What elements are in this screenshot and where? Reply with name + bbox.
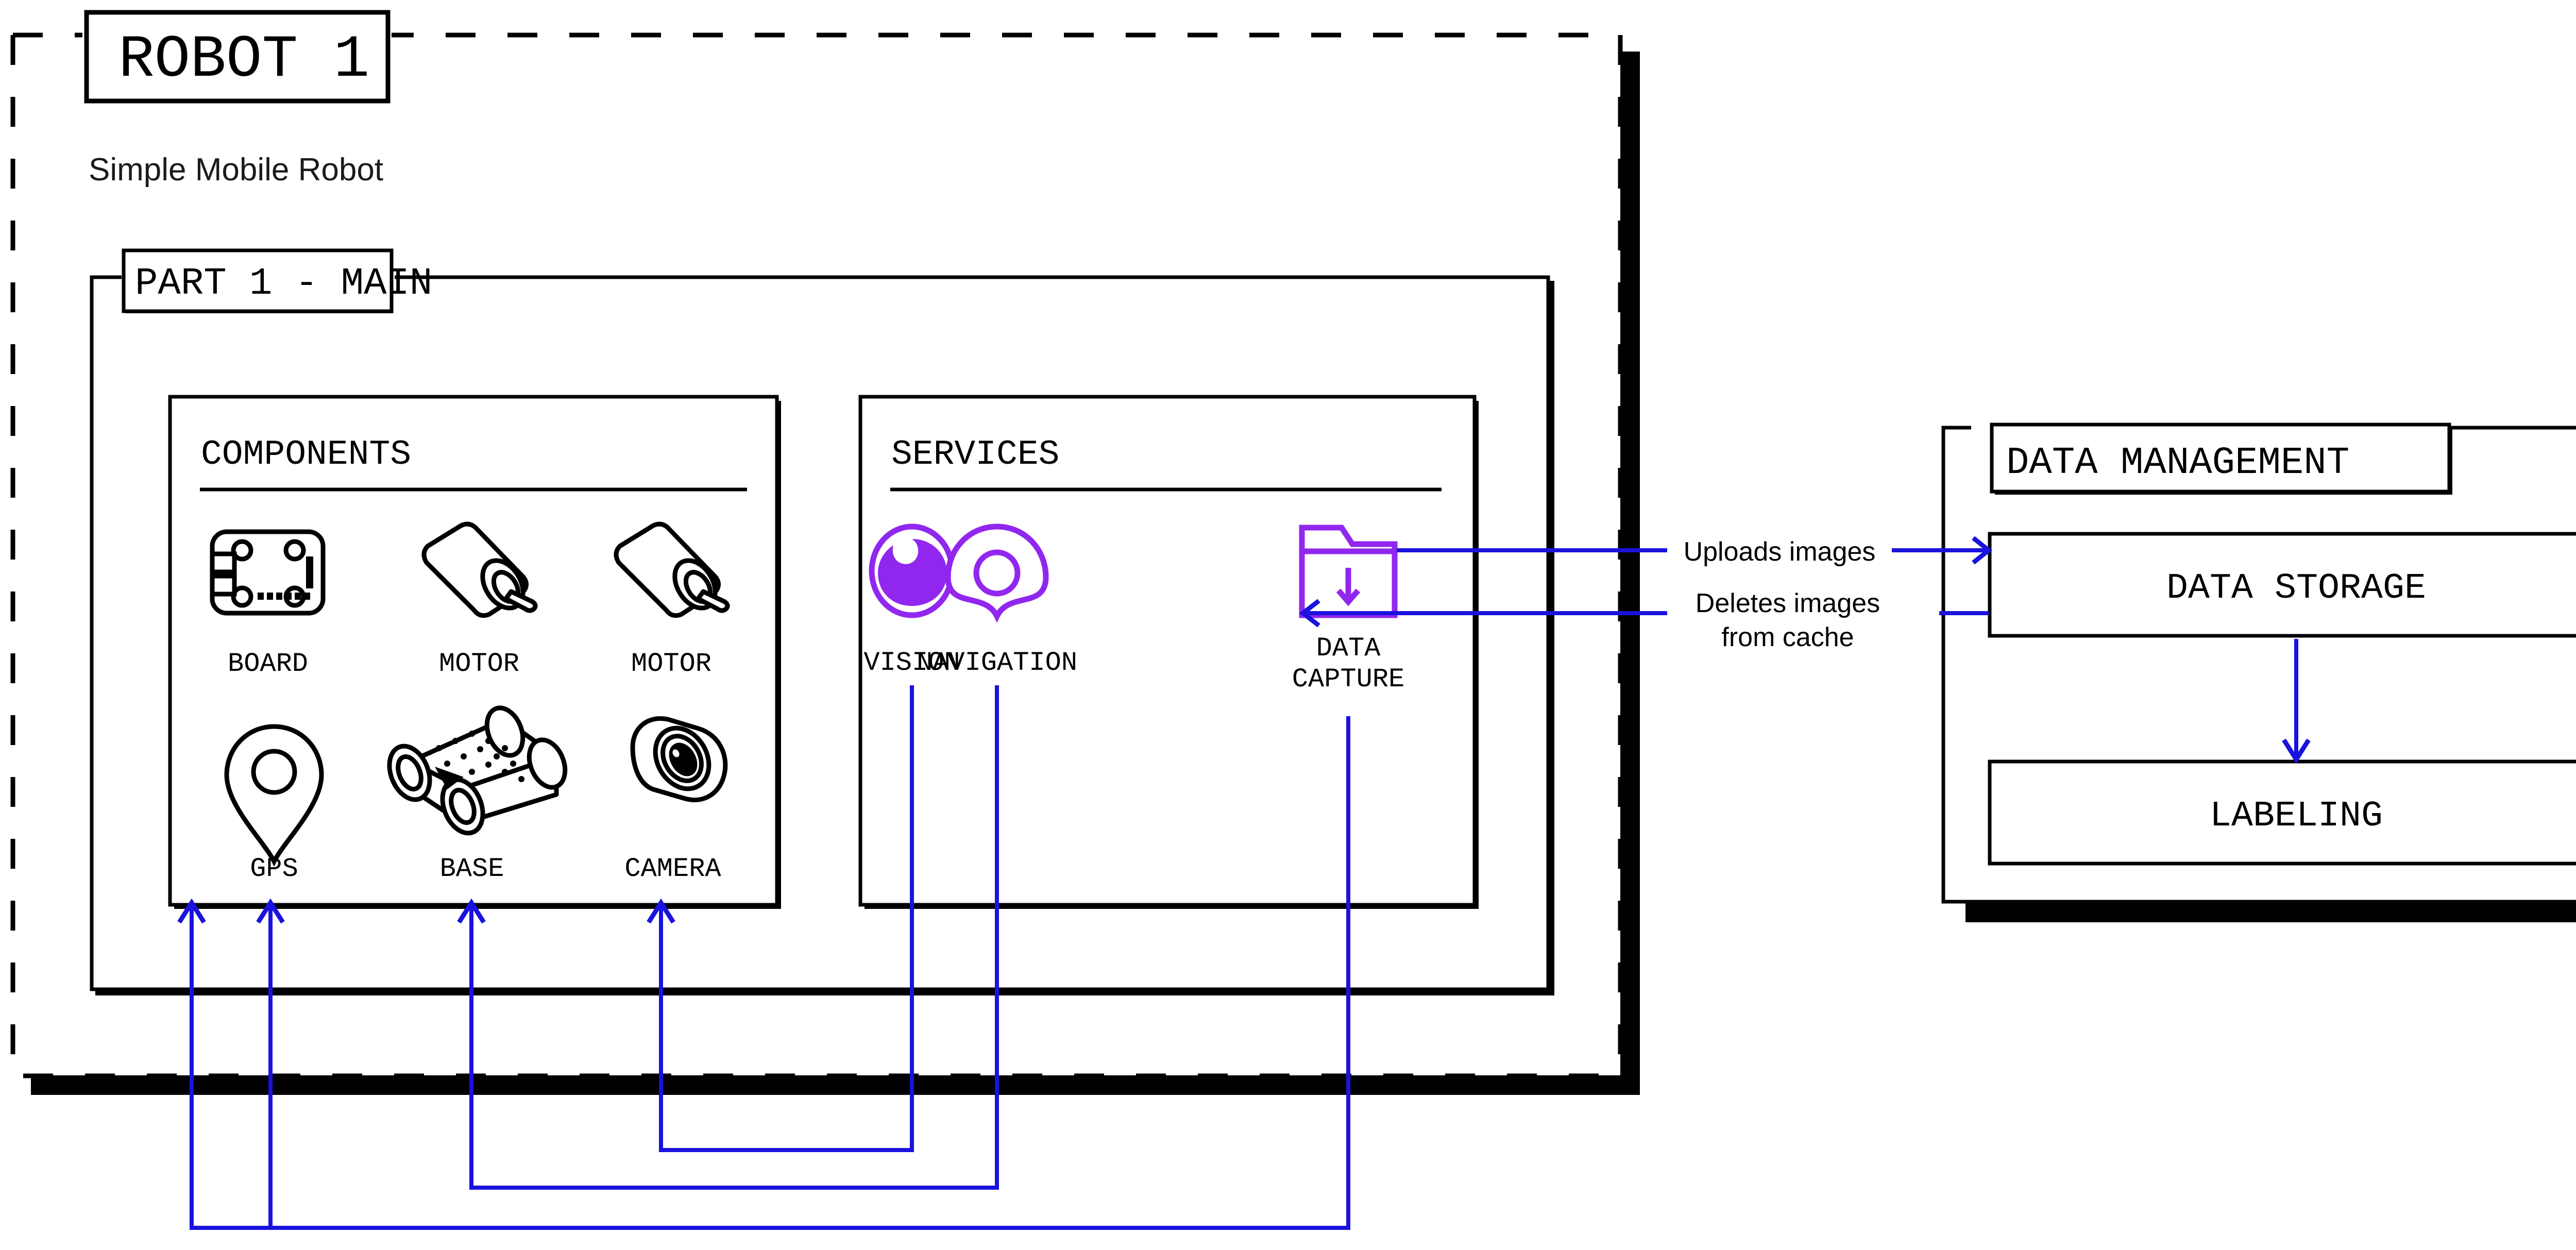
- motor-icon: [614, 521, 730, 618]
- navigation-to-gps-edge: [177, 716, 1350, 1230]
- robot-title: ROBOT 1: [118, 26, 369, 94]
- component-motor-1[interactable]: MOTOR: [421, 521, 538, 679]
- component-label: BASE: [440, 854, 504, 884]
- component-gps[interactable]: GPS: [224, 724, 324, 884]
- deletes-images-edge: [1299, 599, 1989, 628]
- navigation-to-base-edge: [457, 685, 999, 1190]
- data-capture-to-camera-edge: [256, 898, 285, 1228]
- services-panel: SERVICES: [858, 395, 1479, 909]
- service-data-capture[interactable]: DATA CAPTURE: [1292, 525, 1404, 695]
- service-label-line1: DATA: [1316, 633, 1381, 664]
- storage-to-labeling-edge: [2282, 639, 2311, 764]
- uploads-images-edge: [1397, 536, 1993, 565]
- vision-to-camera-edge: [647, 685, 914, 1152]
- part-title: PART 1 - MAIN: [135, 262, 432, 306]
- component-camera[interactable]: CAMERA: [624, 716, 728, 884]
- robot-title-box: ROBOT 1: [84, 10, 391, 104]
- component-label: MOTOR: [439, 649, 519, 679]
- circuit-board-icon: [210, 529, 326, 616]
- uploads-images-label: Uploads images: [1684, 537, 1876, 567]
- component-label: CAMERA: [624, 854, 721, 884]
- edge-labels: Uploads images Deletes images from cache…: [1667, 530, 1939, 658]
- labeling-label: LABELING: [2210, 796, 2383, 837]
- service-label: VISION: [863, 648, 960, 678]
- component-motor-2[interactable]: MOTOR: [614, 521, 730, 679]
- map-pin-icon: [224, 724, 324, 867]
- deletes-images-label-line1: Deletes images: [1696, 588, 1880, 618]
- camera-lens-icon: [630, 716, 728, 803]
- components-heading: COMPONENTS: [201, 435, 411, 475]
- component-label: GPS: [250, 854, 298, 884]
- eye-icon: [869, 523, 955, 618]
- component-base[interactable]: BASE: [382, 703, 571, 884]
- location-pin-icon: [945, 523, 1049, 623]
- data-management-title: DATA MANAGEMENT: [2006, 442, 2349, 485]
- component-board[interactable]: BOARD: [210, 529, 326, 679]
- robot-card-shadow: [31, 52, 1640, 1095]
- service-label-line2: CAPTURE: [1292, 664, 1404, 695]
- component-label: MOTOR: [631, 649, 711, 679]
- data-storage-label: DATA STORAGE: [2166, 568, 2426, 609]
- deletes-images-label-line2: from cache: [1721, 622, 1854, 652]
- component-label: BOARD: [228, 649, 308, 679]
- wire-layer: [177, 536, 2311, 1230]
- labeling-block[interactable]: LABELING: [1988, 759, 2576, 866]
- services-heading: SERVICES: [891, 435, 1059, 475]
- service-navigation[interactable]: NAVIGATION: [917, 523, 1077, 678]
- data-storage-block[interactable]: DATA STORAGE: [1988, 532, 2576, 638]
- service-label: NAVIGATION: [917, 648, 1077, 678]
- motor-icon: [421, 521, 538, 618]
- robot-subtitle: Simple Mobile Robot: [89, 152, 383, 188]
